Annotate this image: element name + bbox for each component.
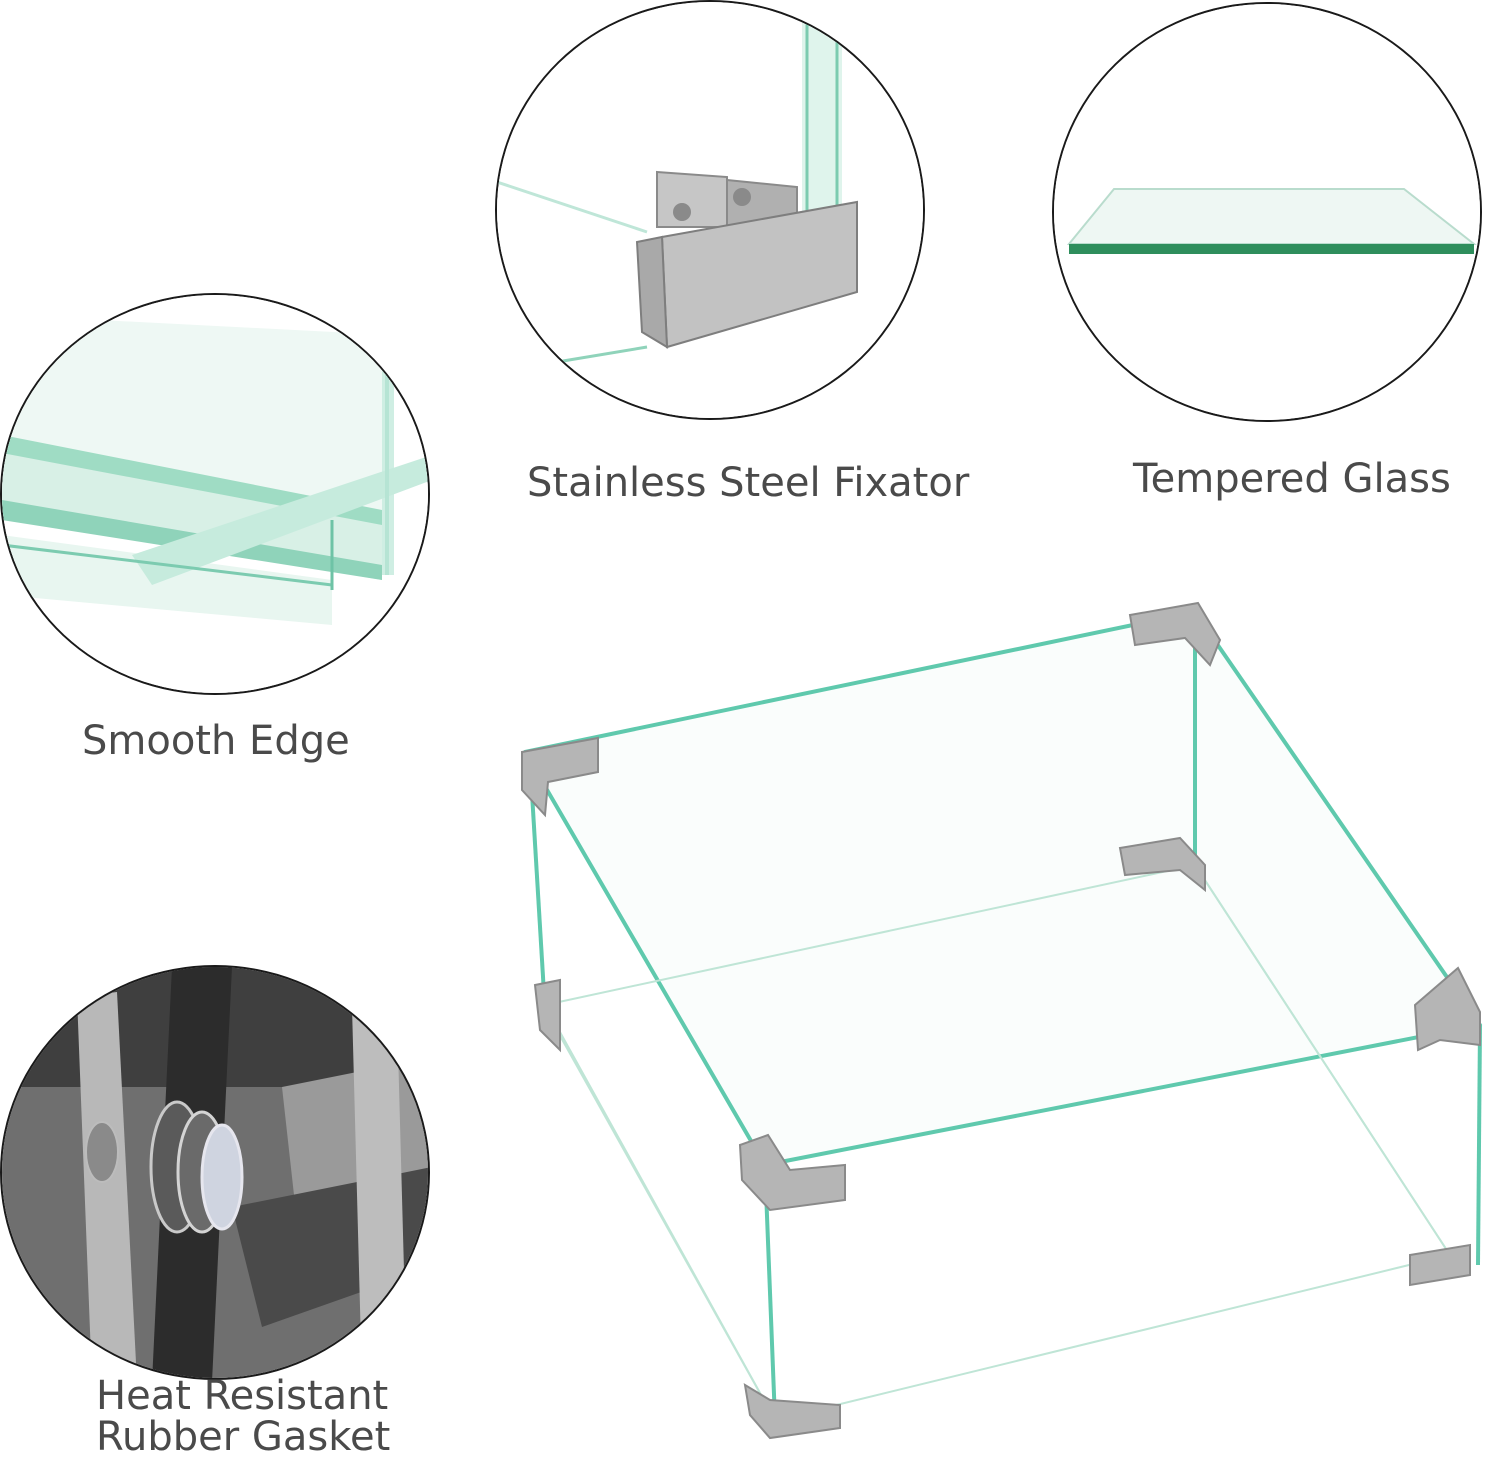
fixator-label: Stainless Steel Fixator xyxy=(527,460,970,506)
bracket-top-right-front xyxy=(1413,966,1481,1052)
bracket-bottom-left xyxy=(533,978,561,1053)
rubber-gasket-closeup-circle xyxy=(0,965,430,1380)
bracket-top-front xyxy=(738,1133,846,1212)
smooth-edge-closeup-circle xyxy=(0,293,430,695)
stainless-fixator-closeup-circle xyxy=(495,0,925,420)
bracket-top-left xyxy=(521,736,599,818)
bracket-bottom-right xyxy=(1409,1243,1471,1287)
bracket-bottom-back xyxy=(1118,836,1206,893)
tempered-glass-label: Tempered Glass xyxy=(1133,456,1451,502)
smooth-edge-label: Smooth Edge xyxy=(82,718,350,764)
bracket-bottom-front xyxy=(743,1383,841,1440)
tempered-glass-circle xyxy=(1052,2,1482,422)
steel-bracket-closeup-icon xyxy=(497,2,923,418)
gasket-label-line2: Rubber Gasket xyxy=(96,1414,391,1460)
glass-edge-closeup-icon xyxy=(2,295,428,693)
bracket-top-right xyxy=(1128,601,1222,667)
glass-panel-icon xyxy=(1054,4,1480,420)
gasket-label-line1: Heat Resistant xyxy=(96,1373,389,1419)
rubber-gasket-closeup-icon xyxy=(2,967,428,1378)
